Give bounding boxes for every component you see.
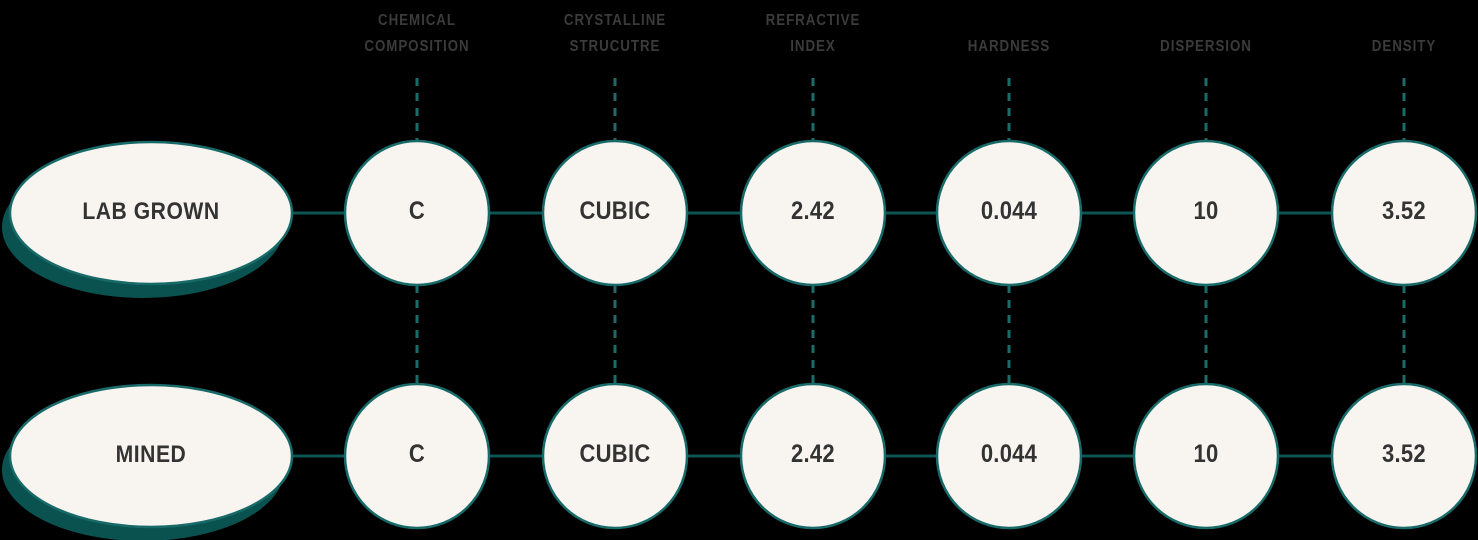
node-pill-lab-grown[interactable]: [8, 140, 294, 286]
node-circle-lab-grown-refractive-index[interactable]: [739, 139, 887, 287]
node-circle-mined-hardness[interactable]: [935, 382, 1083, 530]
node-circle-lab-grown-chemical-composition[interactable]: [343, 139, 491, 287]
node-circle-mined-chemical-composition[interactable]: [343, 382, 491, 530]
horizontal-connector-layer: [290, 211, 1334, 458]
node-circle-lab-grown-hardness[interactable]: [935, 139, 1083, 287]
node-circle-lab-grown-crystalline-structure[interactable]: [541, 139, 689, 287]
dashed-connector-layer: [415, 78, 1406, 384]
node-circle-lab-grown-dispersion[interactable]: [1132, 139, 1280, 287]
node-pill-mined[interactable]: [8, 383, 294, 529]
node-circle-mined-dispersion[interactable]: [1132, 382, 1280, 530]
node-circle-mined-density[interactable]: [1330, 382, 1478, 530]
node-circle-lab-grown-density[interactable]: [1330, 139, 1478, 287]
node-shape-layer: [8, 139, 1478, 530]
node-circle-mined-refractive-index[interactable]: [739, 382, 887, 530]
node-circle-mined-crystalline-structure[interactable]: [541, 382, 689, 530]
